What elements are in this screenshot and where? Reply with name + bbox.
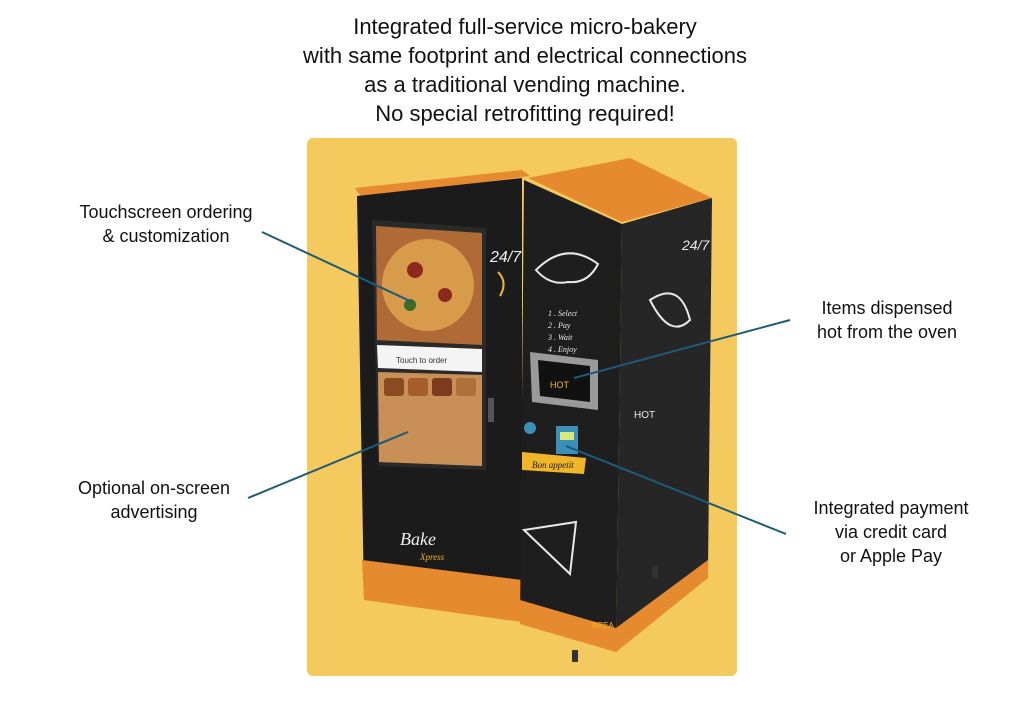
callout-dispensed: Items dispensed hot from the oven [792, 296, 982, 344]
left-cabinet-bottom-trim [362, 560, 522, 622]
step-3: 3 . Wait [547, 333, 573, 342]
label-24-7: 24/7 [489, 249, 522, 266]
menu-thumb-2 [408, 378, 428, 396]
hot-label: HOT [550, 380, 570, 390]
step-1: 1 . Select [548, 309, 578, 318]
leader-dispensed [573, 319, 791, 379]
step-4: 4 . Enjoy [548, 345, 577, 354]
right-cabinet-front [520, 180, 622, 650]
hot-side-label: HOT [634, 410, 655, 421]
callout-payment-line-1: Integrated payment [813, 498, 969, 518]
croissant-drawing [534, 252, 600, 284]
callout-dispensed-line-2: hot from the oven [816, 322, 958, 342]
screen-ad-image [378, 372, 482, 466]
left-cabinet-top-trim [355, 170, 530, 198]
bon-appetit-text: Bon appetit [532, 460, 574, 470]
callout-payment: Integrated payment via credit card or Ap… [786, 496, 996, 568]
door-handle [488, 398, 494, 422]
screen-prompt-text: Touch to order [396, 356, 447, 365]
coin-slot [524, 422, 536, 434]
menu-thumb-1 [384, 378, 404, 396]
foot-1 [572, 650, 578, 662]
pizza-topping-2 [438, 288, 452, 302]
right-side-bottom-trim [616, 560, 708, 652]
headline-line-1: Integrated full-service micro-bakery [353, 14, 697, 39]
right-cabinet-top-trim [528, 158, 712, 222]
croissant-side-drawing [648, 292, 692, 328]
headline-line-2: with same footprint and electrical conne… [303, 43, 747, 68]
callout-advertising: Optional on-screen advertising [58, 476, 250, 524]
leader-advertising [247, 431, 409, 499]
screen-prompt-bar [377, 345, 482, 372]
label-24-7-side: 24/7 [681, 237, 710, 253]
headline-line-3: as a traditional vending machine. [364, 72, 686, 97]
leader-touchscreen [261, 231, 413, 303]
logo-main: Bake [400, 529, 436, 549]
arrow-24-7 [497, 271, 505, 297]
menu-thumb-3 [432, 378, 452, 396]
callout-payment-line-2: via credit card [834, 522, 948, 542]
callout-payment-line-3: or Apple Pay [839, 546, 943, 566]
card-reader-screen [560, 432, 574, 440]
leader-payment [565, 445, 787, 535]
headline-line-4: No special retrofitting required! [375, 101, 675, 126]
pizza-slice-drawing [521, 520, 578, 577]
right-cabinet-bottom-trim [520, 600, 616, 652]
callout-dispensed-line-1: Items dispensed [821, 298, 953, 318]
pizza-topping-1 [407, 262, 423, 278]
dispense-window [538, 360, 590, 402]
foot-2 [652, 566, 658, 578]
bon-appetit-banner [522, 452, 586, 474]
callout-touchscreen-line-2: & customization [102, 226, 230, 246]
callout-advertising-line-2: advertising [110, 502, 198, 522]
menu-thumb-4 [456, 378, 476, 396]
brand-corner: BREA [592, 621, 614, 630]
callout-touchscreen: Touchscreen ordering & customization [60, 200, 272, 248]
headline: Integrated full-service micro-bakery wit… [200, 12, 850, 128]
pizza-topping-3 [404, 299, 416, 311]
step-2: 2 . Pay [548, 321, 571, 330]
callout-advertising-line-1: Optional on-screen [77, 478, 231, 498]
callout-touchscreen-line-1: Touchscreen ordering [79, 202, 253, 222]
logo-sub: Xpress [419, 552, 445, 562]
